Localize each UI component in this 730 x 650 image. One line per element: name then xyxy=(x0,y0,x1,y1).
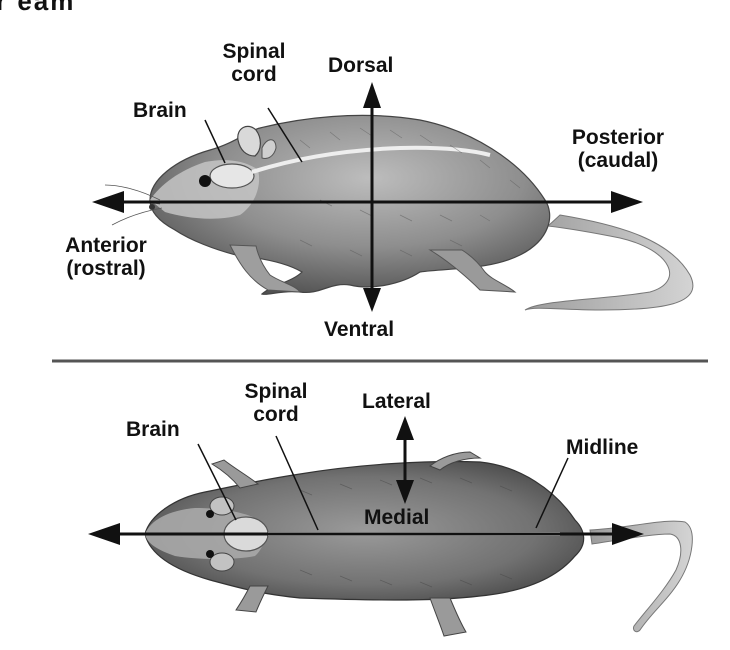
side-spinal-cord-line2: cord xyxy=(231,63,277,86)
rat-top-eye-left xyxy=(206,510,214,518)
top-midline-leader xyxy=(535,457,569,529)
medial-arrowhead xyxy=(396,480,414,504)
side-axes xyxy=(92,82,643,312)
anterior-line1: Anterior xyxy=(65,234,147,257)
rat-side-spinal-cord xyxy=(251,145,491,174)
top-right-arrowhead xyxy=(612,523,644,545)
anterior-line2: (rostral) xyxy=(66,257,146,280)
top-brain-leader xyxy=(197,443,237,521)
side-spinal-cord-leader xyxy=(267,107,303,163)
medial-label: Medial xyxy=(364,506,430,529)
rat-top-ear-right xyxy=(209,552,235,572)
ventral-arrowhead xyxy=(363,288,381,312)
rat-side-eye xyxy=(199,175,211,187)
rat-side-tail xyxy=(524,214,694,311)
side-spinal-cord-line1: Spinal xyxy=(222,40,286,63)
dorsal-label: Dorsal xyxy=(328,54,394,77)
header-fragment: r eam xyxy=(0,0,76,16)
rat-side-ear xyxy=(237,125,261,157)
rat-top-tail xyxy=(589,520,693,633)
anterior-arrowhead xyxy=(92,191,124,213)
dorsal-arrowhead xyxy=(363,82,381,108)
midline-label: Midline xyxy=(566,436,639,459)
rat-side-front-leg xyxy=(229,244,302,293)
top-spinal-cord-leader xyxy=(275,435,319,531)
top-spinal-cord-label: Spinal cord xyxy=(236,380,316,426)
lateral-arrowhead xyxy=(396,416,414,440)
anterior-label: Anterior (rostral) xyxy=(56,234,156,280)
ventral-label: Ventral xyxy=(324,318,395,341)
posterior-line2: (caudal) xyxy=(577,149,659,172)
rat-side-brain xyxy=(209,163,255,189)
posterior-arrowhead xyxy=(611,191,643,213)
rat-top-eye-right xyxy=(206,550,214,558)
side-brain-label: Brain xyxy=(133,99,187,122)
posterior-label: Posterior (caudal) xyxy=(558,126,678,172)
top-axes xyxy=(88,416,644,545)
side-spinal-cord-label: Spinal cord xyxy=(214,40,294,86)
side-brain-leader xyxy=(204,119,226,164)
rat-top-view xyxy=(144,451,693,637)
rat-top-ear-left xyxy=(209,496,235,516)
top-left-arrowhead xyxy=(88,523,120,545)
rat-top-front-left-leg xyxy=(210,459,260,489)
rat-top-hind-left-leg xyxy=(429,451,482,471)
rat-side-ear2 xyxy=(261,139,277,159)
top-spinal-cord-line2: cord xyxy=(253,403,299,426)
top-brain-label: Brain xyxy=(126,418,180,441)
rat-top-front-right-leg xyxy=(235,585,269,613)
lateral-label: Lateral xyxy=(362,390,431,413)
posterior-line1: Posterior xyxy=(571,126,665,149)
rat-side-hind-leg xyxy=(428,249,517,293)
rat-top-hind-right-leg xyxy=(429,597,467,637)
top-spinal-cord-line1: Spinal xyxy=(244,380,308,403)
rat-side-fur-texture xyxy=(299,127,521,257)
rat-side-nose xyxy=(149,204,155,210)
rat-top-fur-texture xyxy=(299,477,513,588)
